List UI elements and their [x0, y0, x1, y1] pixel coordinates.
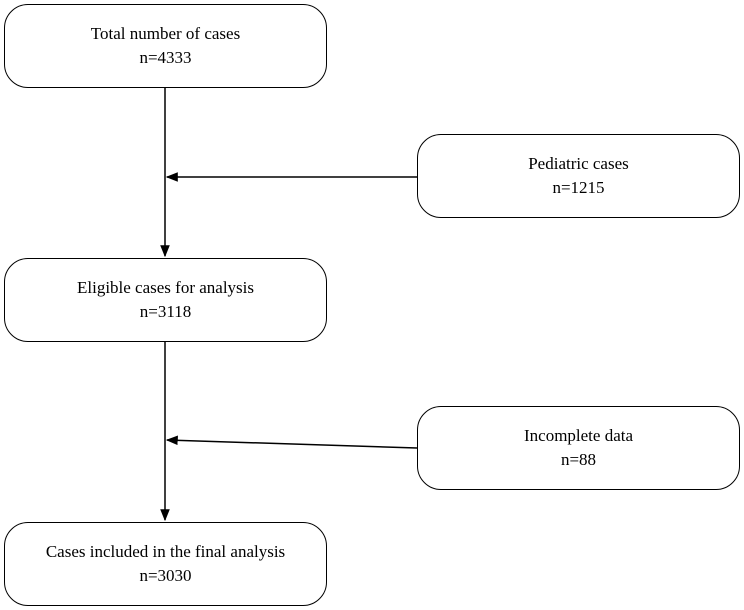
- box-pediatric-cases: Pediatric cases n=1215: [417, 134, 740, 218]
- box-incomplete-data: Incomplete data n=88: [417, 406, 740, 490]
- box-pediatric-title: Pediatric cases: [528, 154, 629, 173]
- box-final-analysis: Cases included in the final analysis n=3…: [4, 522, 327, 606]
- box-pediatric-count: n=1215: [552, 178, 605, 197]
- box-final-title: Cases included in the final analysis: [45, 542, 286, 561]
- box-eligible-count: n=3118: [139, 302, 192, 321]
- box-incomplete-count: n=88: [560, 450, 597, 469]
- box-final-count: n=3030: [139, 566, 192, 585]
- box-total-title: Total number of cases: [90, 24, 241, 43]
- box-total-count: n=4333: [139, 48, 192, 67]
- arrow-incomplete-exclusion: [165, 435, 418, 449]
- box-eligible-cases: Eligible cases for analysis n=3118: [4, 258, 327, 342]
- box-incomplete-title: Incomplete data: [523, 426, 634, 445]
- box-total-cases: Total number of cases n=4333: [4, 4, 327, 88]
- box-eligible-title: Eligible cases for analysis: [76, 278, 255, 297]
